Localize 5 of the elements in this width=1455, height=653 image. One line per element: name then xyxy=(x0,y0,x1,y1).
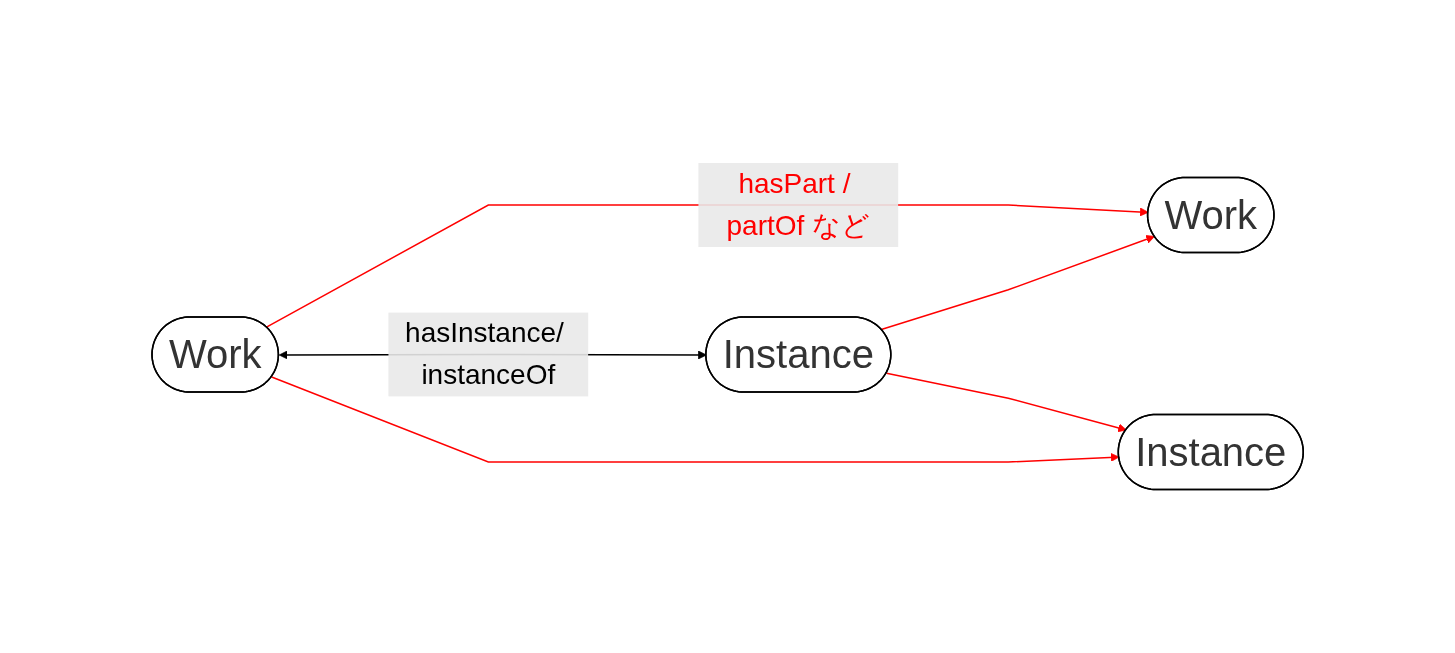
edge-label: hasInstance/ instanceOf xyxy=(404,317,564,391)
arrow xyxy=(880,235,1155,331)
arrow xyxy=(270,376,1120,463)
arrow xyxy=(885,372,1127,433)
edge-label: hasPart / partOf など xyxy=(726,168,870,242)
